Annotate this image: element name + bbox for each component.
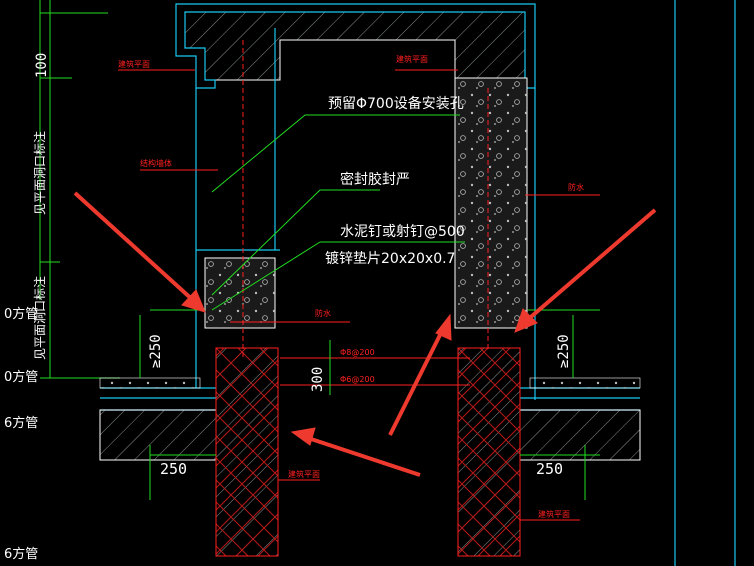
red-label-bottom-mid: 建筑平面 (288, 469, 320, 479)
red-label-mid-small: 防水 (315, 308, 331, 318)
floor-slabs (99, 377, 641, 461)
red-label-right-mid: 防水 (568, 182, 584, 192)
dim-100: 100 (34, 53, 50, 78)
dim-300: 300 (310, 367, 326, 392)
left-dimension-lines (39, 0, 120, 379)
dim-250-bottom-left: 250 (160, 460, 187, 478)
red-leaders (118, 40, 600, 521)
dim-250-left: ≥250 (148, 334, 164, 368)
washer-note: 镀锌垫片20x20x0.7 (325, 250, 455, 267)
dim-250-bottom-right: 250 (536, 460, 563, 478)
upper-wall-body (175, 3, 536, 329)
red-label-rebar-2: Φ6@200 (340, 375, 375, 384)
nail-note: 水泥钉或射钉@500 (340, 224, 465, 240)
lower-columns (215, 347, 521, 557)
red-arrows (73, 191, 657, 477)
red-label-bottom-right: 建筑平面 (538, 509, 570, 519)
red-label-left-mid: 结构墙体 (140, 158, 172, 168)
left-edge-label-4: 6方管 (4, 546, 38, 562)
left-edge-label-3: 6方管 (4, 415, 38, 431)
red-label-top-mid: 建筑平面 (396, 54, 428, 64)
red-label-top-left: 建筑平面 (118, 59, 150, 69)
vertical-label-2: 见平面洞口标注 (32, 276, 47, 360)
opening-note: 预留Φ700设备安装孔 (328, 95, 464, 112)
sealant-note: 密封胶封严 (340, 171, 410, 188)
vertical-label-1: 见平面洞口标注 (32, 131, 47, 215)
red-label-rebar-1: Φ8@200 (340, 348, 375, 357)
left-edge-label-1: 0方管 (4, 306, 38, 322)
cyan-outlines (100, 0, 736, 566)
note-leaders (139, 114, 600, 500)
dim-250-right: ≥250 (556, 334, 572, 368)
left-edge-label-2: 0方管 (4, 369, 38, 385)
